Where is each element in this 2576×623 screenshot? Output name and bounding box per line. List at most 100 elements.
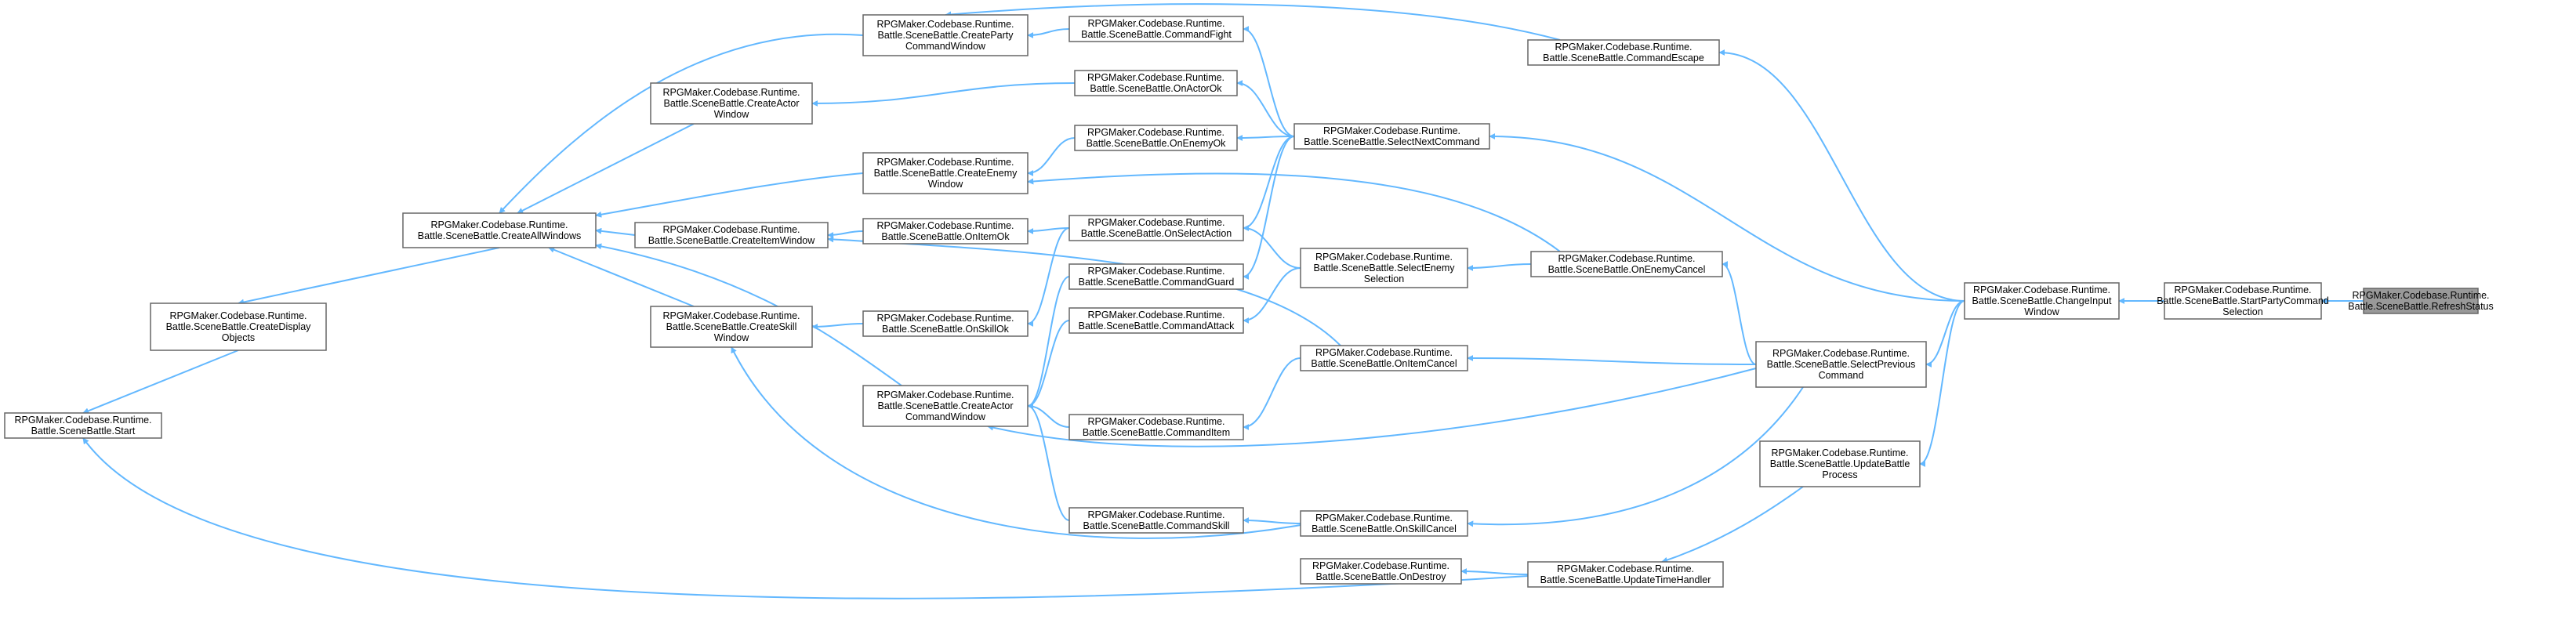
node-label-line: RPGMaker.Codebase.Runtime.	[1087, 18, 1225, 29]
node-label-line: Window	[714, 109, 749, 120]
node-label-line: Battle.SceneBattle.CommandItem	[1083, 427, 1230, 438]
node-box	[1074, 70, 1238, 96]
edge-createActorCommandWindow-commandGuard	[1027, 276, 1070, 409]
node-label-line: RPGMaker.Codebase.Runtime.	[1312, 560, 1449, 571]
node-box	[650, 82, 813, 125]
node-updateTimeHandler[interactable]: RPGMaker.Codebase.Runtime.Battle.SceneBa…	[1527, 561, 1724, 588]
node-label-line: Battle.SceneBattle.CreateParty	[877, 30, 1014, 41]
edge-onSelectAction-selectNextCommand	[1243, 136, 1295, 231]
edge-createPartyCommandWindow-commandFight	[1027, 28, 1070, 38]
node-label-line: Battle.SceneBattle.OnSkillCancel	[1312, 523, 1457, 534]
node-box	[1068, 307, 1244, 334]
edge-commandFight-selectNextCommand	[1243, 26, 1295, 137]
edge-createActorWindow-onActorOk	[811, 82, 1076, 107]
node-label-line: Battle.SceneBattle.CreateDisplay	[166, 321, 312, 332]
node-label-line: RPGMaker.Codebase.Runtime.	[1087, 416, 1225, 427]
node-startPartyCommandSelection[interactable]: RPGMaker.Codebase.Runtime.Battle.SceneBa…	[2157, 282, 2329, 320]
node-box	[1068, 16, 1244, 42]
edge-createEnemyWindow-onEnemyOk	[1027, 137, 1076, 176]
node-box	[634, 222, 829, 248]
node-label-line: Battle.SceneBattle.CommandSkill	[1083, 520, 1230, 531]
edge-createActorCommandWindow-commandAttack	[1027, 320, 1070, 409]
node-box	[1527, 561, 1724, 588]
node-label-line: RPGMaker.Codebase.Runtime.	[1557, 563, 1694, 574]
node-label-line: RPGMaker.Codebase.Runtime.	[1087, 310, 1225, 321]
node-label-line: Battle.SceneBattle.UpdateTimeHandler	[1540, 574, 1711, 585]
node-start[interactable]: RPGMaker.Codebase.Runtime.Battle.SceneBa…	[4, 412, 162, 439]
node-box	[1530, 251, 1723, 277]
node-label-line: RPGMaker.Codebase.Runtime.	[876, 157, 1014, 168]
node-label-line: RPGMaker.Codebase.Runtime.	[1771, 447, 1908, 458]
node-label-line: Battle.SceneBattle.OnDestroy	[1315, 571, 1446, 582]
node-box	[862, 310, 1029, 337]
node-createActorWindow[interactable]: RPGMaker.Codebase.Runtime.Battle.SceneBa…	[650, 82, 813, 125]
node-refreshStatus[interactable]: RPGMaker.Codebase.Runtime.Battle.SceneBa…	[2348, 288, 2494, 314]
node-box	[1759, 440, 1921, 487]
node-label-line: RPGMaker.Codebase.Runtime.	[1973, 284, 2110, 295]
node-label-line: Battle.SceneBattle.CreateAllWindows	[418, 230, 581, 241]
edges-layer	[82, 3, 2364, 599]
node-label-line: Battle.SceneBattle.CreateEnemy	[874, 168, 1018, 179]
node-commandSkill[interactable]: RPGMaker.Codebase.Runtime.Battle.SceneBa…	[1068, 507, 1244, 534]
node-box	[4, 412, 162, 439]
edge-commandEscape-changeInputWindow	[1718, 49, 1965, 302]
node-label-line: Selection	[1364, 273, 1404, 284]
edge-createActorCommandWindow-selectPreviousCommand	[987, 368, 1757, 447]
node-updateBattleProcess[interactable]: RPGMaker.Codebase.Runtime.Battle.SceneBa…	[1759, 440, 1921, 487]
node-box	[1068, 263, 1244, 290]
node-onItemOk[interactable]: RPGMaker.Codebase.Runtime.Battle.SceneBa…	[862, 218, 1029, 244]
node-selectNextCommand[interactable]: RPGMaker.Codebase.Runtime.Battle.SceneBa…	[1293, 123, 1490, 150]
node-onEnemyCancel[interactable]: RPGMaker.Codebase.Runtime.Battle.SceneBa…	[1530, 251, 1723, 277]
edge-createAllWindows-createActorWindow	[517, 123, 695, 214]
node-label-line: Battle.SceneBattle.CreateActor	[663, 98, 799, 109]
node-onSkillOk[interactable]: RPGMaker.Codebase.Runtime.Battle.SceneBa…	[862, 310, 1029, 337]
node-commandFight[interactable]: RPGMaker.Codebase.Runtime.Battle.SceneBa…	[1068, 16, 1244, 42]
node-onDestroy[interactable]: RPGMaker.Codebase.Runtime.Battle.SceneBa…	[1300, 558, 1462, 585]
node-selectPreviousCommand[interactable]: RPGMaker.Codebase.Runtime.Battle.SceneBa…	[1755, 341, 1927, 388]
node-label-line: Battle.SceneBattle.CommandFight	[1081, 29, 1232, 40]
node-label-line: Selection	[2222, 306, 2262, 317]
node-label-line: RPGMaker.Codebase.Runtime.	[2352, 290, 2489, 301]
node-label-line: RPGMaker.Codebase.Runtime.	[169, 310, 307, 321]
node-onActorOk[interactable]: RPGMaker.Codebase.Runtime.Battle.SceneBa…	[1074, 70, 1238, 96]
node-label-line: Battle.SceneBattle.CreateItemWindow	[648, 235, 816, 246]
edge-onSkillCancel-selectPreviousCommand	[1467, 386, 1804, 527]
node-box	[1300, 248, 1468, 288]
node-label-line: Process	[1822, 469, 1857, 480]
node-createItemWindow[interactable]: RPGMaker.Codebase.Runtime.Battle.SceneBa…	[634, 222, 829, 248]
node-selectEnemySelection[interactable]: RPGMaker.Codebase.Runtime.Battle.SceneBa…	[1300, 248, 1468, 288]
node-label-line: RPGMaker.Codebase.Runtime.	[1315, 513, 1453, 523]
node-label-line: Battle.SceneBattle.SelectPrevious	[1767, 359, 1916, 370]
node-createPartyCommandWindow[interactable]: RPGMaker.Codebase.Runtime.Battle.SceneBa…	[862, 14, 1029, 56]
node-onEnemyOk[interactable]: RPGMaker.Codebase.Runtime.Battle.SceneBa…	[1074, 125, 1238, 151]
node-commandEscape[interactable]: RPGMaker.Codebase.Runtime.Battle.SceneBa…	[1527, 39, 1720, 66]
node-onSkillCancel[interactable]: RPGMaker.Codebase.Runtime.Battle.SceneBa…	[1300, 510, 1468, 537]
node-label-line: RPGMaker.Codebase.Runtime.	[1087, 217, 1225, 228]
node-createDisplayObjects[interactable]: RPGMaker.Codebase.Runtime.Battle.SceneBa…	[150, 302, 327, 351]
edge-createDisplayObjects-createAllWindows	[238, 247, 500, 306]
node-commandItem[interactable]: RPGMaker.Codebase.Runtime.Battle.SceneBa…	[1068, 414, 1244, 440]
node-commandGuard[interactable]: RPGMaker.Codebase.Runtime.Battle.SceneBa…	[1068, 263, 1244, 290]
edge-onEnemyCancel-selectPreviousCommand	[1722, 261, 1757, 365]
node-box	[1300, 510, 1468, 537]
node-createActorCommandWindow[interactable]: RPGMaker.Codebase.Runtime.Battle.SceneBa…	[862, 385, 1029, 427]
edge-commandItem-onItemCancel	[1243, 357, 1301, 430]
node-changeInputWindow[interactable]: RPGMaker.Codebase.Runtime.Battle.SceneBa…	[1964, 282, 2120, 320]
node-box	[2363, 288, 2479, 314]
node-label-line: RPGMaker.Codebase.Runtime.	[1315, 252, 1453, 263]
node-box	[1068, 507, 1244, 534]
edge-createPartyCommandWindow-commandEscape	[945, 3, 1561, 41]
edge-onSelectAction-selectEnemySelection	[1243, 225, 1301, 269]
node-label-line: RPGMaker.Codebase.Runtime.	[876, 389, 1014, 400]
node-createEnemyWindow[interactable]: RPGMaker.Codebase.Runtime.Battle.SceneBa…	[862, 152, 1029, 194]
node-label-line: RPGMaker.Codebase.Runtime.	[1087, 266, 1225, 277]
node-box	[862, 385, 1029, 427]
node-label-line: Battle.SceneBattle.OnSkillOk	[882, 324, 1010, 335]
node-onSelectAction[interactable]: RPGMaker.Codebase.Runtime.Battle.SceneBa…	[1068, 215, 1244, 241]
node-createSkillWindow[interactable]: RPGMaker.Codebase.Runtime.Battle.SceneBa…	[650, 306, 813, 348]
node-commandAttack[interactable]: RPGMaker.Codebase.Runtime.Battle.SceneBa…	[1068, 307, 1244, 334]
node-onItemCancel[interactable]: RPGMaker.Codebase.Runtime.Battle.SceneBa…	[1300, 345, 1468, 371]
edge-createActorCommandWindow-commandItem	[1027, 403, 1070, 428]
node-createAllWindows[interactable]: RPGMaker.Codebase.Runtime.Battle.SceneBa…	[402, 212, 597, 248]
node-label-line: Battle.SceneBattle.SelectNextCommand	[1304, 136, 1479, 147]
